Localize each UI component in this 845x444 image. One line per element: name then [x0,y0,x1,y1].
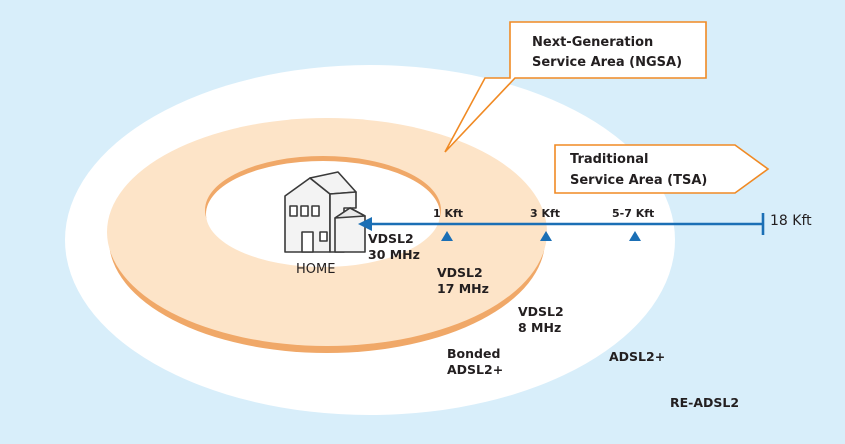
marker-label-1kft: 1 Kft [433,207,463,220]
marker-label-3kft: 3 Kft [530,207,560,220]
zone-re-adsl2: RE-ADSL2 [670,395,739,410]
tsa-callout-box [554,144,770,194]
end-label: 18 Kft [770,213,812,229]
marker-1kft-icon [441,231,453,241]
ngsa-callout-line2: Service Area (NGSA) [532,55,682,70]
zone-vdsl2-30-line2: 30 MHz [368,247,420,262]
zone-vdsl2-17-line1: VDSL2 [437,265,483,280]
house-icon [284,171,366,253]
zone-bonded-line1: Bonded [447,346,500,361]
tsa-callout-line2: Service Area (TSA) [570,173,707,188]
zone-vdsl2-8-line1: VDSL2 [518,304,564,319]
ngsa-callout-line1: Next-Generation [532,35,653,50]
zone-vdsl2-30-line1: VDSL2 [368,231,414,246]
home-label: HOME [296,262,335,277]
marker-3kft-icon [540,231,552,241]
ngsa-callout-box [444,21,707,153]
zone-adsl2plus: ADSL2+ [609,349,665,364]
marker-label-5-7kft: 5-7 Kft [612,207,654,220]
marker-5-7kft-icon [629,231,641,241]
arrow-head-icon [358,217,372,231]
zone-vdsl2-8-line2: 8 MHz [518,320,561,335]
zone-bonded-line2: ADSL2+ [447,362,503,377]
tsa-callout-line1: Traditional [570,152,648,167]
zone-vdsl2-17-line2: 17 MHz [437,281,489,296]
